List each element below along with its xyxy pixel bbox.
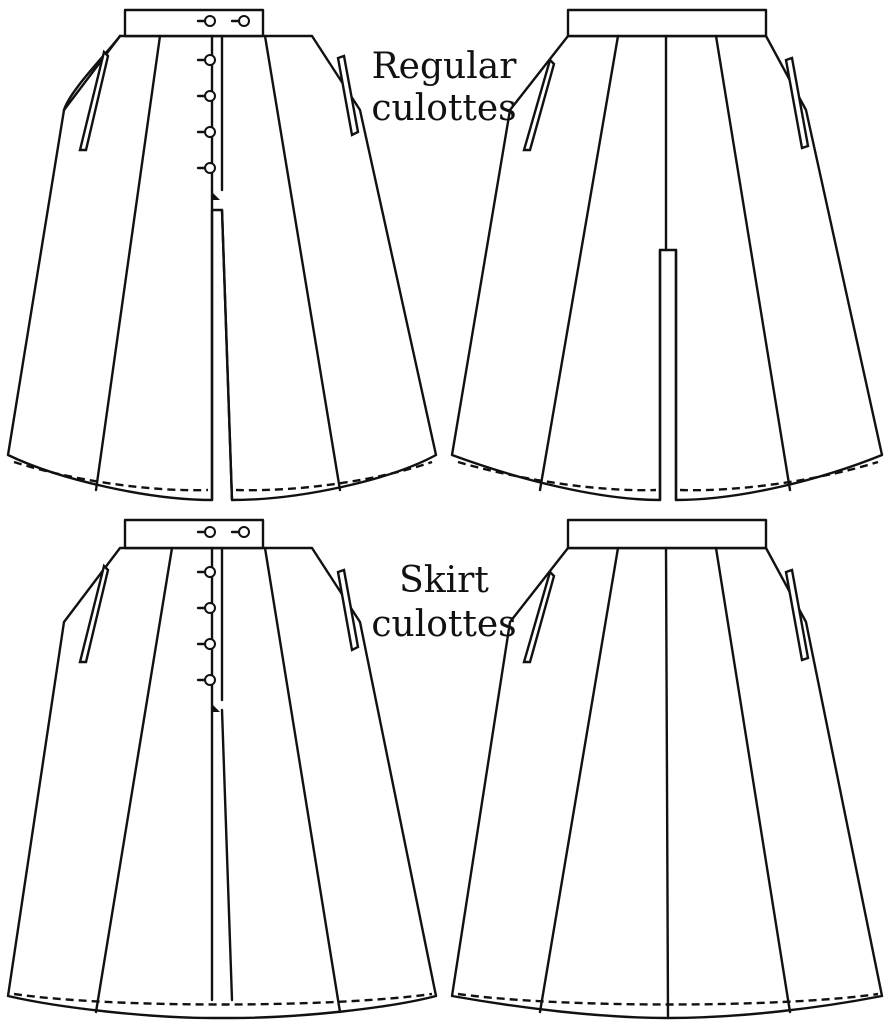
regular-label-line1: Regular xyxy=(372,46,518,87)
regular-front-pocket-right xyxy=(336,54,360,137)
button xyxy=(204,15,216,27)
skirt-back-seam-right xyxy=(714,546,792,1014)
regular-front-fly-notch xyxy=(212,192,220,200)
button xyxy=(204,638,216,650)
regular-back-waistband xyxy=(566,8,768,38)
regular-culottes-front xyxy=(6,8,438,502)
regular-back-seam-left xyxy=(538,34,620,492)
button xyxy=(204,54,216,66)
skirt-front-split xyxy=(220,708,234,1002)
button xyxy=(238,15,250,27)
skirt-front-hem xyxy=(13,992,433,1006)
button xyxy=(204,126,216,138)
regular-front-seam-right xyxy=(263,34,342,492)
skirt-back-pocket-right xyxy=(784,568,810,662)
button xyxy=(204,566,216,578)
skirt-back-hem xyxy=(457,992,879,1006)
button xyxy=(204,90,216,102)
skirt-front-seam-left xyxy=(94,546,174,1014)
regular-back-pocket-left xyxy=(522,57,556,152)
regular-label-line2: culottes xyxy=(371,88,516,129)
button xyxy=(204,674,216,686)
button xyxy=(204,162,216,174)
skirt-front-buttons xyxy=(196,526,250,686)
skirt-label-line1: Skirt xyxy=(399,560,489,601)
skirt-back-centre xyxy=(664,546,670,1018)
skirt-front-pocket-right xyxy=(336,568,360,652)
regular-front-buttons xyxy=(196,15,250,174)
button xyxy=(204,602,216,614)
regular-front-pocket-left xyxy=(78,49,110,152)
regular-back-pocket-right xyxy=(784,56,810,150)
skirt-back-waistband xyxy=(566,518,768,550)
skirt-back-seam-left xyxy=(538,546,620,1014)
skirt-front-pocket-left xyxy=(78,563,110,664)
button xyxy=(204,526,216,538)
regular-front-hip-left xyxy=(62,34,122,112)
skirt-label-line2: culottes xyxy=(371,604,516,645)
skirt-back-pocket-left xyxy=(522,569,556,664)
skirt-culottes-front xyxy=(6,518,438,1020)
regular-front-hem-left xyxy=(13,460,209,492)
skirt-front-seam-right xyxy=(263,546,342,1014)
button xyxy=(238,526,250,538)
skirt-front-fly-notch xyxy=(212,704,220,712)
regular-front-seam-left xyxy=(94,34,162,492)
regular-back-split xyxy=(658,248,678,502)
regular-back-seam-right xyxy=(714,34,792,492)
skirt-culottes-back xyxy=(450,518,884,1020)
regular-front-split xyxy=(210,188,234,502)
regular-culottes-back xyxy=(450,8,884,502)
